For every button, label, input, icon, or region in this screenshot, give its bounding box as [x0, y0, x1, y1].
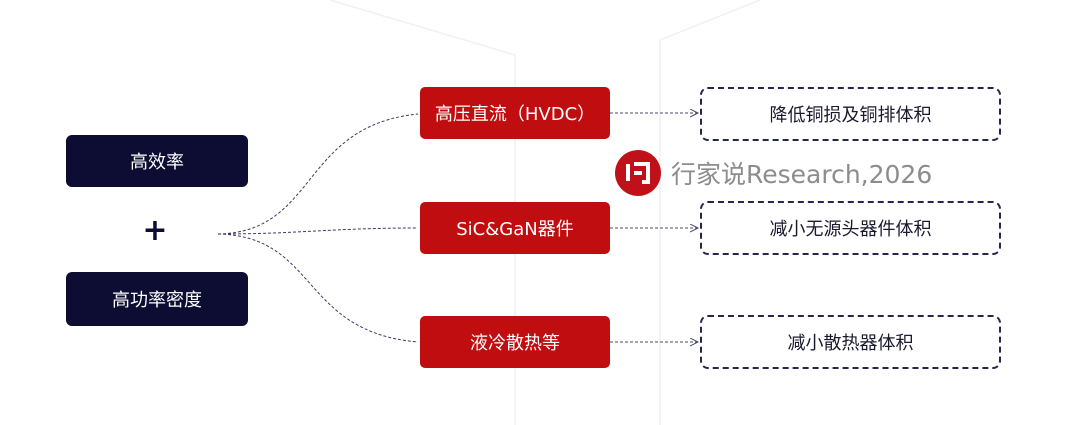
sic-gan-label: SiC&GaN器件: [456, 219, 574, 240]
branch-line-top: [217, 113, 419, 235]
plus-sign: +: [142, 212, 168, 248]
watermark-text: 行家说Research,2026: [671, 160, 933, 189]
copper-loss-label: 降低铜损及铜排体积: [769, 105, 932, 126]
watermark: 行家说Research,2026: [615, 150, 932, 196]
hvdc-box: 高压直流（HVDC）: [420, 87, 610, 139]
passive-components-label: 减小无源头器件体积: [769, 219, 932, 240]
high-efficiency-label: 高效率: [130, 152, 184, 173]
watermark-logo: [615, 150, 661, 196]
sic-gan-box: SiC&GaN器件: [420, 202, 610, 254]
heatsink-box: 减小散热器体积: [700, 315, 1001, 369]
liquid-cooling-label: 液冷散热等: [470, 333, 560, 354]
branch-line-bottom: [217, 233, 419, 343]
high-efficiency-box: 高效率: [66, 135, 248, 187]
liquid-cooling-box: 液冷散热等: [420, 316, 610, 368]
high-power-density-label: 高功率密度: [112, 290, 202, 311]
copper-loss-box: 降低铜损及铜排体积: [700, 87, 1001, 141]
branch-line-middle: [217, 227, 419, 235]
hvdc-label: 高压直流（HVDC）: [434, 104, 596, 125]
heatsink-label: 减小散热器体积: [787, 333, 914, 354]
high-power-density-box: 高功率密度: [66, 272, 248, 326]
passive-components-box: 减小无源头器件体积: [700, 201, 1001, 255]
